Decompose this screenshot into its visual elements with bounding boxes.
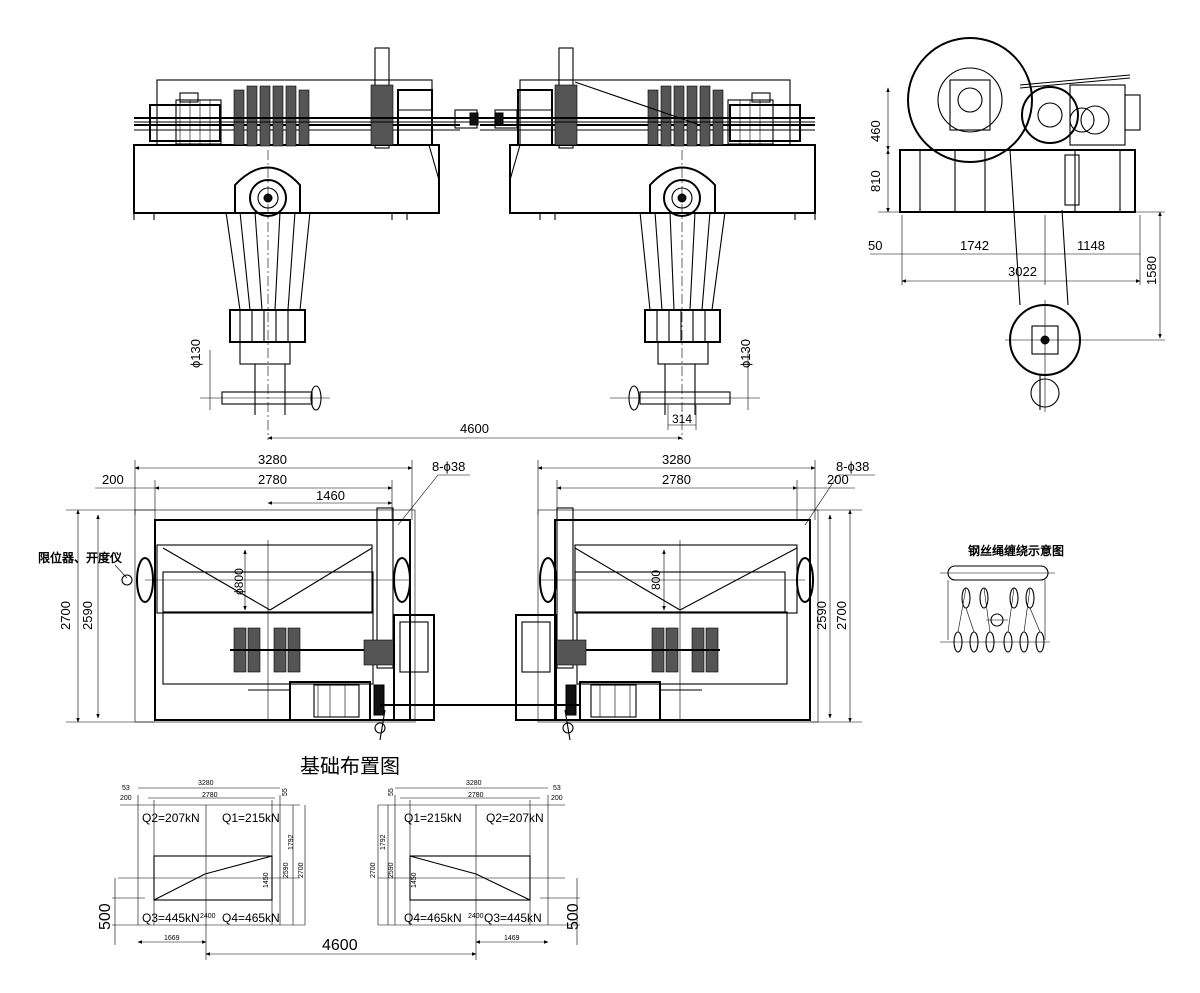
dim-460: 460	[868, 120, 883, 142]
f-right-q1: Q1=215kN	[404, 811, 462, 825]
brake-discs-right	[647, 85, 724, 147]
f-left-1450: 1450	[263, 872, 270, 888]
dim-2590-right: 2590	[814, 601, 829, 630]
foundation-left: 3280 2780 53 200 55 Q2=207kN Q1=215kN Q3…	[97, 780, 306, 960]
f-right-500: 500	[565, 903, 582, 930]
f-left-53: 53	[122, 785, 130, 792]
f-left-q2: Q2=207kN	[142, 811, 200, 825]
rope-reeving-diagram: 钢丝绳缠绕示意图	[940, 543, 1064, 653]
f-left-200: 200	[120, 795, 132, 802]
dim-3022: 3022	[1008, 264, 1037, 279]
pulley-block-right	[644, 309, 721, 343]
f-left-2400: 2400	[200, 913, 216, 920]
f-right-q2: Q2=207kN	[486, 811, 544, 825]
f-left-q3: Q3=445kN	[142, 911, 200, 925]
pulley-block-left	[229, 309, 306, 343]
dim-200-left: 200	[102, 472, 124, 487]
f-left-55: 55	[282, 788, 289, 796]
f-left-2700: 2700	[298, 862, 305, 878]
dim-1580: 1580	[1144, 256, 1159, 285]
f-right-200: 200	[551, 795, 563, 802]
label-limit-switch: 限位器、开度仪	[38, 550, 123, 565]
motor-left	[149, 104, 221, 142]
brake-discs-left	[233, 85, 310, 147]
f-right-1469: 1469	[504, 935, 520, 942]
f-right-53: 53	[553, 785, 561, 792]
dim-phi130-right: ϕ130	[738, 339, 753, 368]
f-right-2780: 2780	[468, 792, 484, 799]
f-right-2700: 2700	[370, 862, 377, 878]
dim-1460: 1460	[316, 488, 345, 503]
dim-2590-left: 2590	[80, 601, 95, 630]
f-right-2400: 2400	[468, 913, 484, 920]
plan-view-right: 3280 2780 200 8-ϕ38 2700 2590 800	[480, 452, 875, 741]
f-left-q4: Q4=465kN	[222, 911, 280, 925]
motor-right	[729, 104, 801, 142]
foundation-4600: 4600	[322, 937, 358, 954]
plan-view-left: 限位器、开度仪 3280 2780 1460 200 8-ϕ38 2700 25…	[38, 452, 480, 741]
drum-side	[907, 37, 1033, 163]
dim-200-right: 200	[827, 472, 849, 487]
plan-motor-right	[579, 681, 661, 721]
f-right-q4: Q4=465kN	[404, 911, 462, 925]
dim-810: 810	[868, 170, 883, 192]
f-right-1792: 1792	[380, 834, 387, 850]
front-view-left: ϕ130	[133, 47, 480, 440]
dim-2780-right: 2780	[662, 472, 691, 487]
dim-4600-top: 4600	[460, 421, 489, 436]
dim-50: 50	[868, 238, 882, 253]
dim-1742: 1742	[960, 238, 989, 253]
dim-phi130-left: ϕ130	[188, 339, 203, 368]
dim-800: 800	[649, 570, 663, 590]
f-left-1792: 1792	[288, 834, 295, 850]
plan-gearbox-left	[393, 614, 435, 721]
dim-2700-right: 2700	[834, 601, 849, 630]
foundation-title: 基础布置图	[300, 754, 400, 778]
dim-1148: 1148	[1077, 238, 1105, 253]
f-right-q3: Q3=445kN	[484, 911, 542, 925]
dim-2700-left: 2700	[58, 601, 73, 630]
dim-3280-left: 3280	[258, 452, 287, 467]
f-left-1669: 1669	[164, 935, 180, 942]
top-span-dims: 4600 314	[267, 405, 697, 440]
plan-motor-left	[289, 681, 371, 721]
f-left-q1: Q1=215kN	[222, 811, 280, 825]
f-right-55: 55	[388, 788, 395, 796]
dim-2780-left: 2780	[258, 472, 287, 487]
rope-diagram-title: 钢丝绳缠绕示意图	[968, 543, 1064, 558]
f-right-1450: 1450	[411, 872, 418, 888]
f-left-2780: 2780	[202, 792, 218, 799]
f-left-2590: 2590	[283, 862, 290, 878]
f-right-3280: 3280	[466, 780, 482, 787]
front-view-right: ϕ130	[478, 47, 816, 440]
foundation-right: 3280 2780 53 200 55 Q1=215kN Q2=207kN Q4…	[370, 780, 582, 960]
dim-bolts-right: 8-ϕ38	[836, 459, 869, 474]
f-left-500: 500	[97, 903, 114, 930]
dim-bolts-left: 8-ϕ38	[432, 459, 465, 474]
f-right-2590: 2590	[388, 862, 395, 878]
dim-314: 314	[672, 412, 692, 426]
dim-phi800: ϕ800	[232, 568, 246, 595]
plan-gearbox-right	[515, 614, 557, 721]
f-left-3280: 3280	[198, 780, 214, 787]
side-view: 460 810 50 1742 1148 3022 1580	[868, 37, 1165, 412]
dim-3280-right: 3280	[662, 452, 691, 467]
